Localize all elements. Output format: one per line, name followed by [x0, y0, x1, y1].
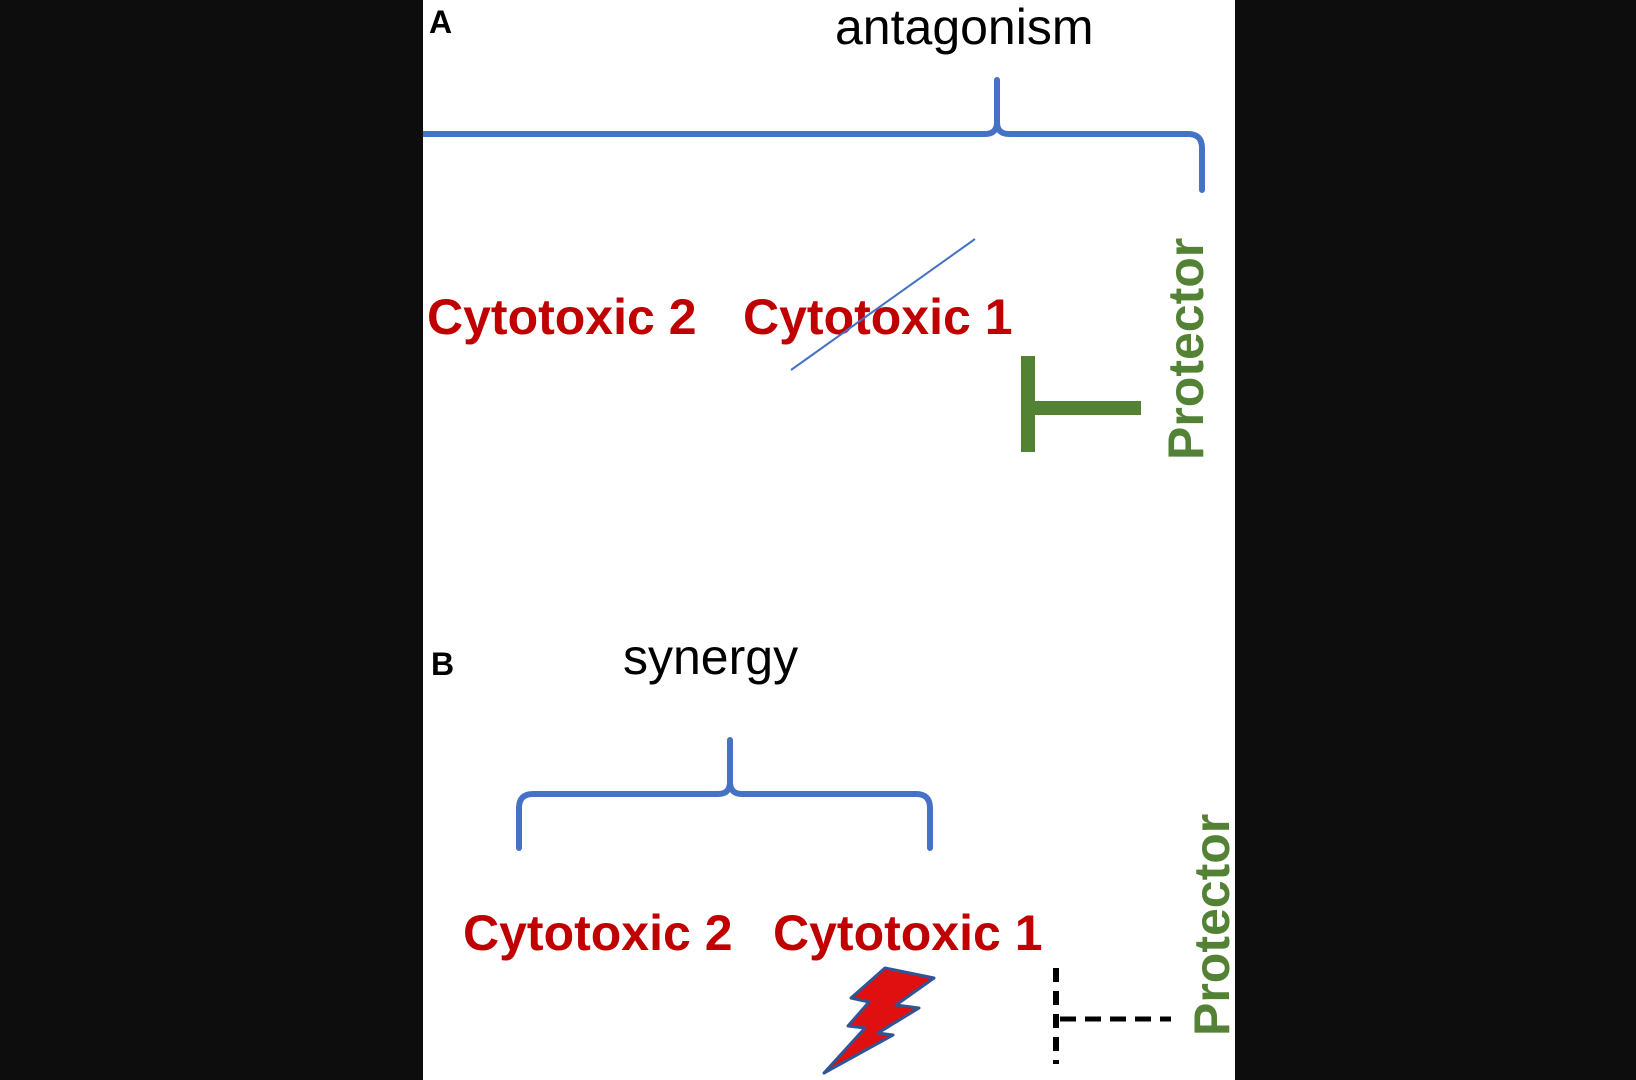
panel-a-heading: antagonism — [835, 0, 1094, 55]
panel-b-cytotoxic-1: Cytotoxic 1 — [773, 905, 1043, 961]
panel-b-brace — [516, 737, 933, 851]
dashed-inhibition-t-bar — [1053, 968, 1171, 1064]
inhibition-t-bar — [1021, 356, 1141, 452]
panel-b-cytotoxic-2: Cytotoxic 2 — [463, 905, 733, 961]
panel-a-cytotoxic-2: Cytotoxic 2 — [427, 289, 697, 345]
strikethrough-line — [790, 238, 976, 371]
panel-a-label: A — [429, 4, 453, 40]
diagram-shapes — [423, 77, 1205, 1075]
panel-a-brace — [423, 77, 1205, 193]
panel-a-cytotoxic-1: Cytotoxic 1 — [743, 289, 1013, 345]
panel-b-label: B — [431, 646, 455, 682]
figure-canvas: A antagonism Cytotoxic 2 Cytotoxic 1 Pro… — [423, 0, 1235, 1080]
lightning-bolt-icon — [822, 966, 936, 1075]
panel-b-heading: synergy — [623, 629, 799, 685]
